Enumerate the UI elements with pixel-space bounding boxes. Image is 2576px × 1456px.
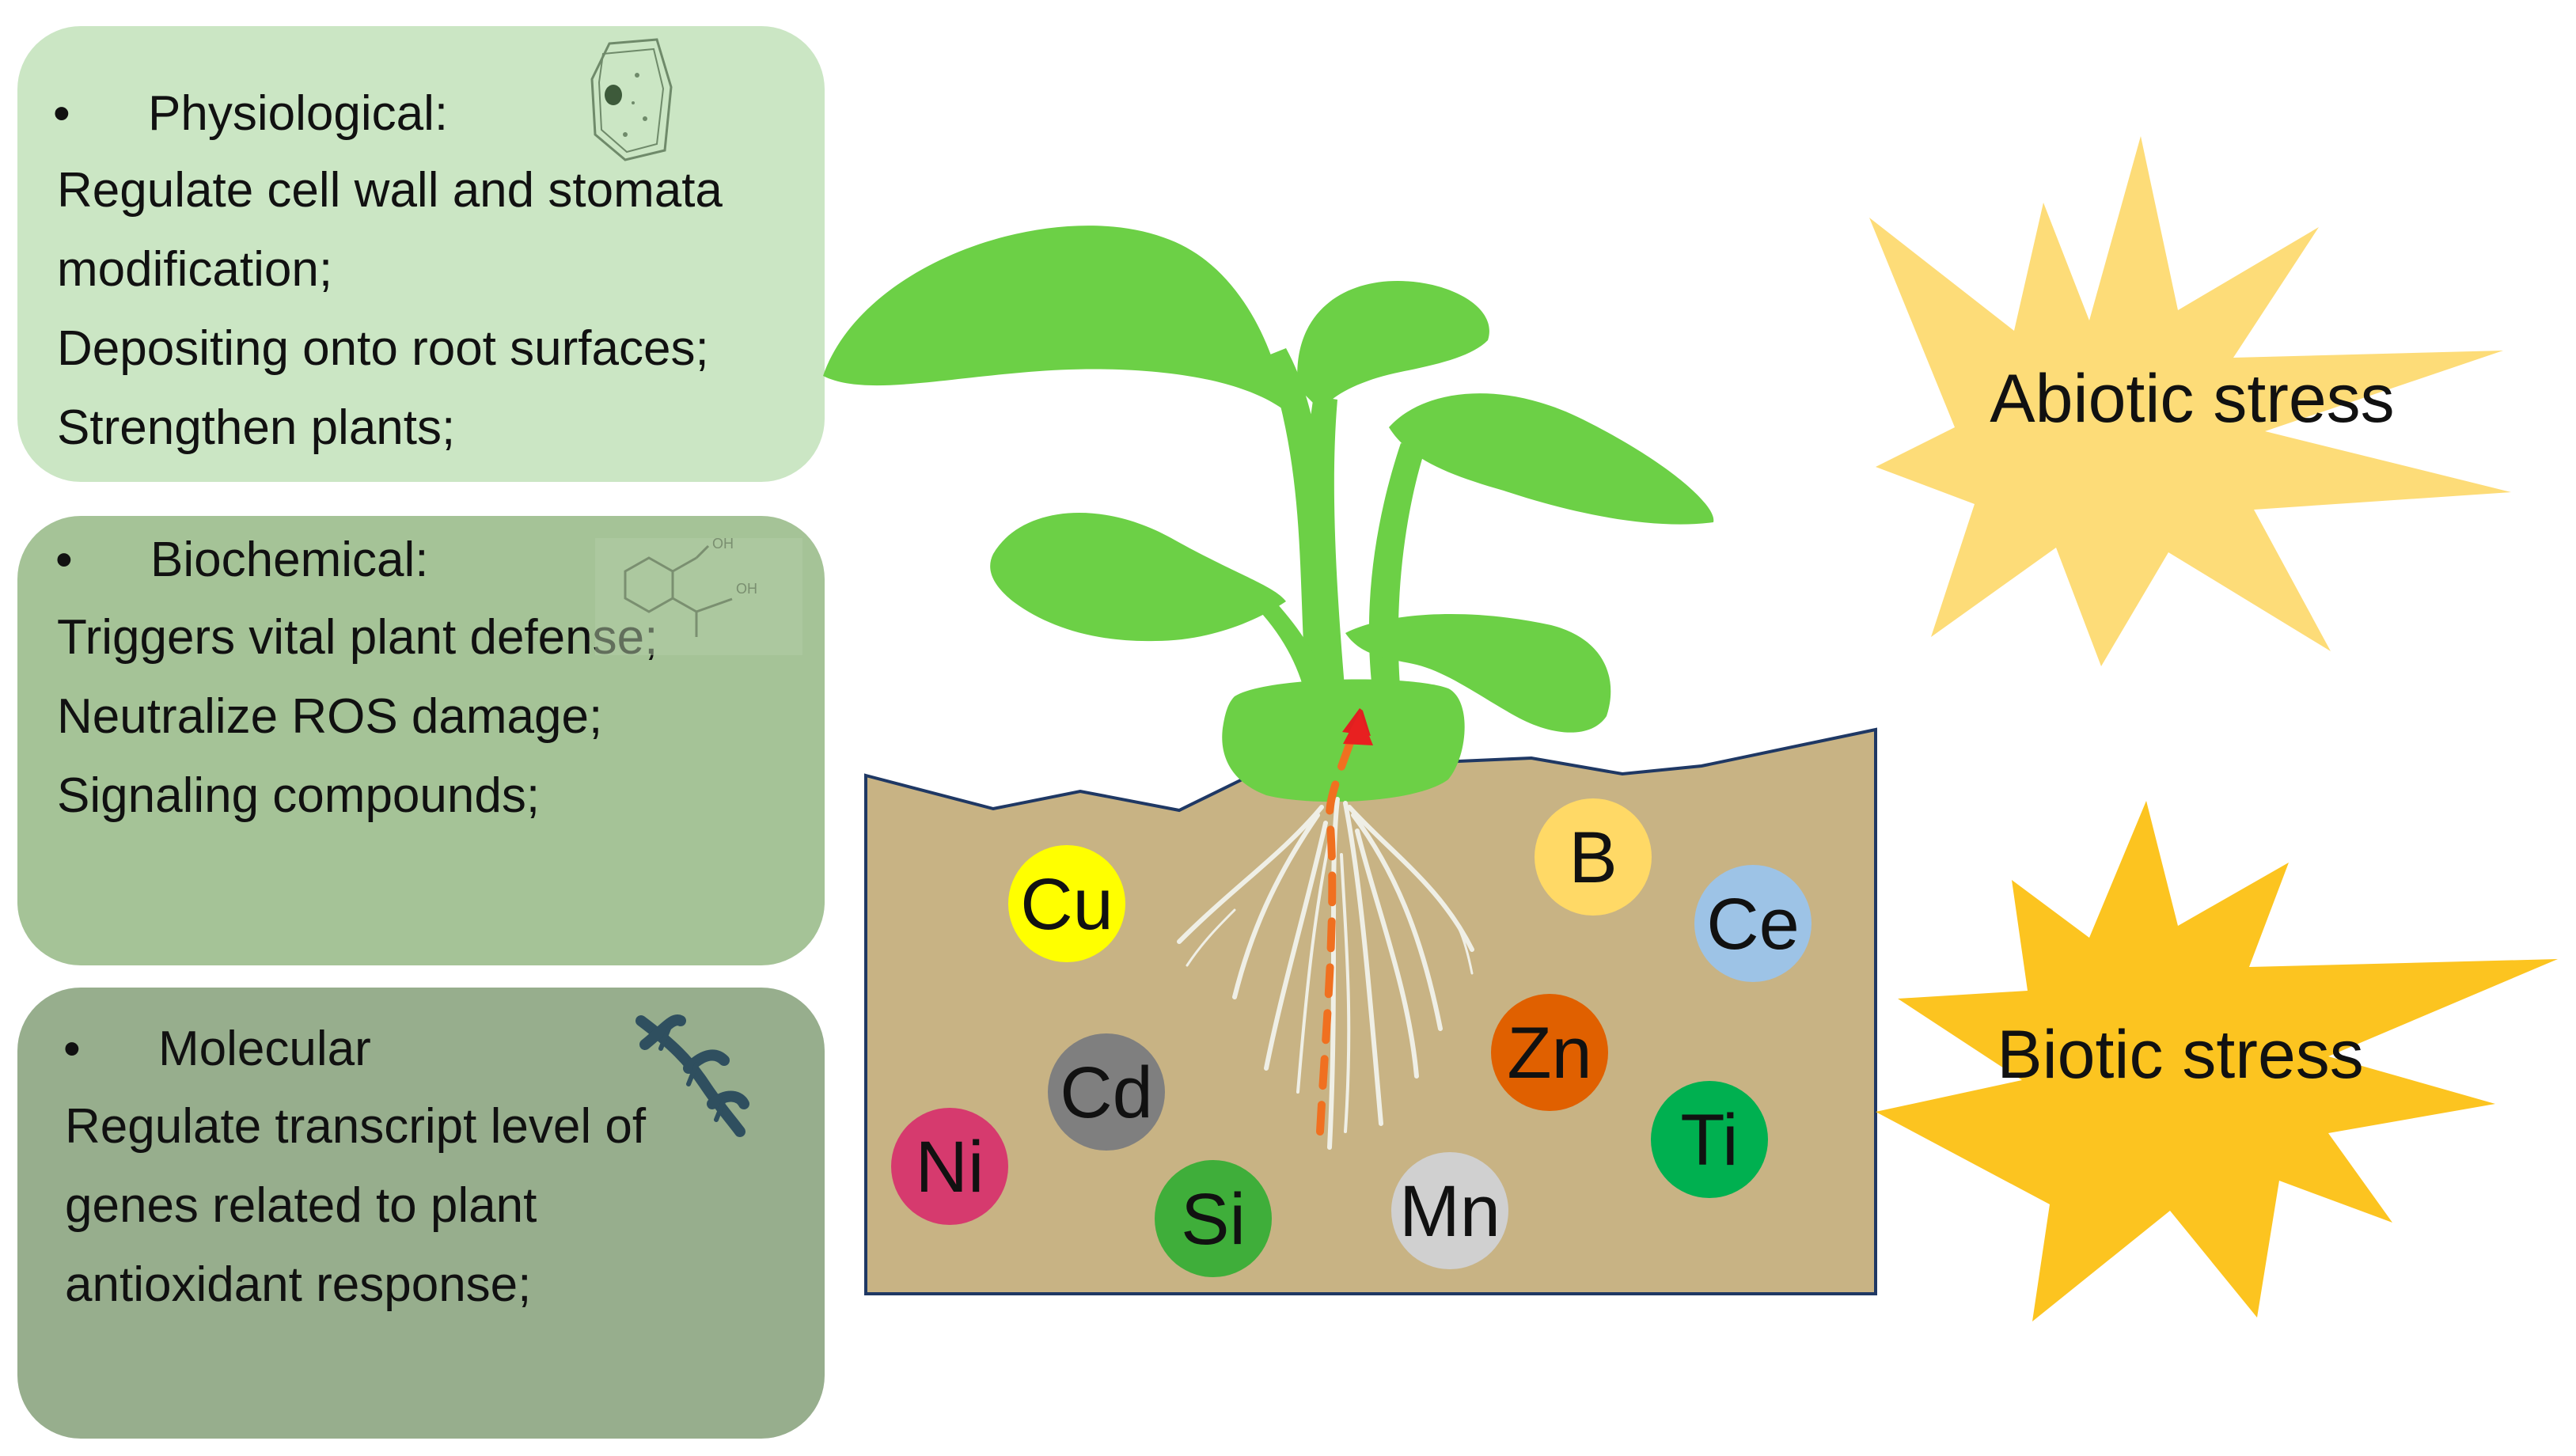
physiological-line-2: modification;	[57, 242, 333, 297]
leaf	[1389, 393, 1714, 525]
element-circle	[1535, 798, 1652, 916]
element-circle	[1008, 845, 1125, 962]
element-ni: Ni	[891, 1108, 1008, 1225]
element-cu: Cu	[1008, 845, 1125, 962]
element-label: B	[1569, 817, 1617, 898]
uptake-arrow	[1316, 708, 1373, 1136]
element-circle	[1491, 994, 1608, 1111]
plant-base	[1222, 679, 1465, 802]
abiotic-star-shape	[1869, 136, 2511, 666]
biotic-star-shape	[1876, 801, 2558, 1321]
element-label: Ni	[916, 1127, 984, 1208]
biotic-stress-label: Biotic stress	[1997, 1017, 2364, 1093]
root-system	[1177, 797, 1474, 1150]
leaf	[1297, 281, 1489, 411]
physiological-line-1: Regulate cell wall and stomata	[57, 163, 723, 218]
element-label: Mn	[1399, 1171, 1500, 1252]
bullet: •	[55, 533, 73, 587]
physiological-panel: • Physiological: Regulate cell wall and …	[17, 26, 825, 482]
element-label: Cu	[1020, 864, 1113, 945]
plant-cell-icon	[590, 38, 673, 161]
physiological-line-3: Depositing onto root surfaces;	[57, 321, 709, 376]
plant-illustration	[823, 226, 1714, 802]
element-b: B	[1535, 798, 1652, 916]
bullet: •	[53, 86, 70, 141]
biochemical-heading: Biochemical:	[150, 533, 429, 587]
leaf	[990, 512, 1286, 642]
element-circle	[1694, 865, 1812, 982]
element-label: Ti	[1680, 1100, 1738, 1181]
bullet: •	[63, 1022, 81, 1076]
biotic-stress-burst: Biotic stress	[1876, 801, 2558, 1321]
molecular-heading: Molecular	[158, 1022, 371, 1076]
biochemical-line-1: Triggers vital plant defense;	[57, 610, 658, 665]
stem	[1304, 396, 1345, 696]
element-circle	[1651, 1081, 1768, 1198]
element-cd: Cd	[1048, 1033, 1165, 1151]
physiological-line-4: Strengthen plants;	[57, 400, 456, 455]
molecular-line-1: Regulate transcript level of	[65, 1099, 647, 1154]
leaf	[1345, 614, 1611, 733]
element-label: Si	[1181, 1179, 1246, 1260]
stem	[1250, 592, 1330, 696]
oh-label: OH	[736, 581, 757, 597]
element-ce: Ce	[1694, 865, 1812, 982]
dna-helix-icon	[635, 1014, 749, 1137]
element-circle	[1155, 1160, 1272, 1277]
salicylic-acid-structure-icon: OH OH	[595, 536, 802, 655]
abiotic-stress-burst: Abiotic stress	[1869, 136, 2511, 666]
element-label: Zn	[1507, 1013, 1592, 1094]
leaf	[823, 226, 1286, 411]
oh-label: OH	[712, 536, 734, 552]
biochemical-line-2: Neutralize ROS damage;	[57, 689, 603, 744]
element-circle	[1391, 1152, 1508, 1269]
abiotic-stress-label: Abiotic stress	[1990, 361, 2394, 437]
biochemical-line-3: Signaling compounds;	[57, 768, 541, 823]
molecular-line-3: antioxidant response;	[65, 1257, 532, 1312]
element-label: Cd	[1060, 1052, 1153, 1133]
element-label: Ce	[1706, 884, 1800, 965]
element-zn: Zn	[1491, 994, 1608, 1111]
molecular-line-2: genes related to plant	[65, 1178, 537, 1233]
element-ti: Ti	[1651, 1081, 1768, 1198]
element-si: Si	[1155, 1160, 1272, 1277]
element-circle	[891, 1108, 1008, 1225]
molecular-panel: • Molecular Regulate transcript level of…	[17, 988, 825, 1439]
element-mn: Mn	[1391, 1152, 1508, 1269]
physiological-heading: Physiological:	[148, 86, 449, 141]
element-circle	[1048, 1033, 1165, 1151]
